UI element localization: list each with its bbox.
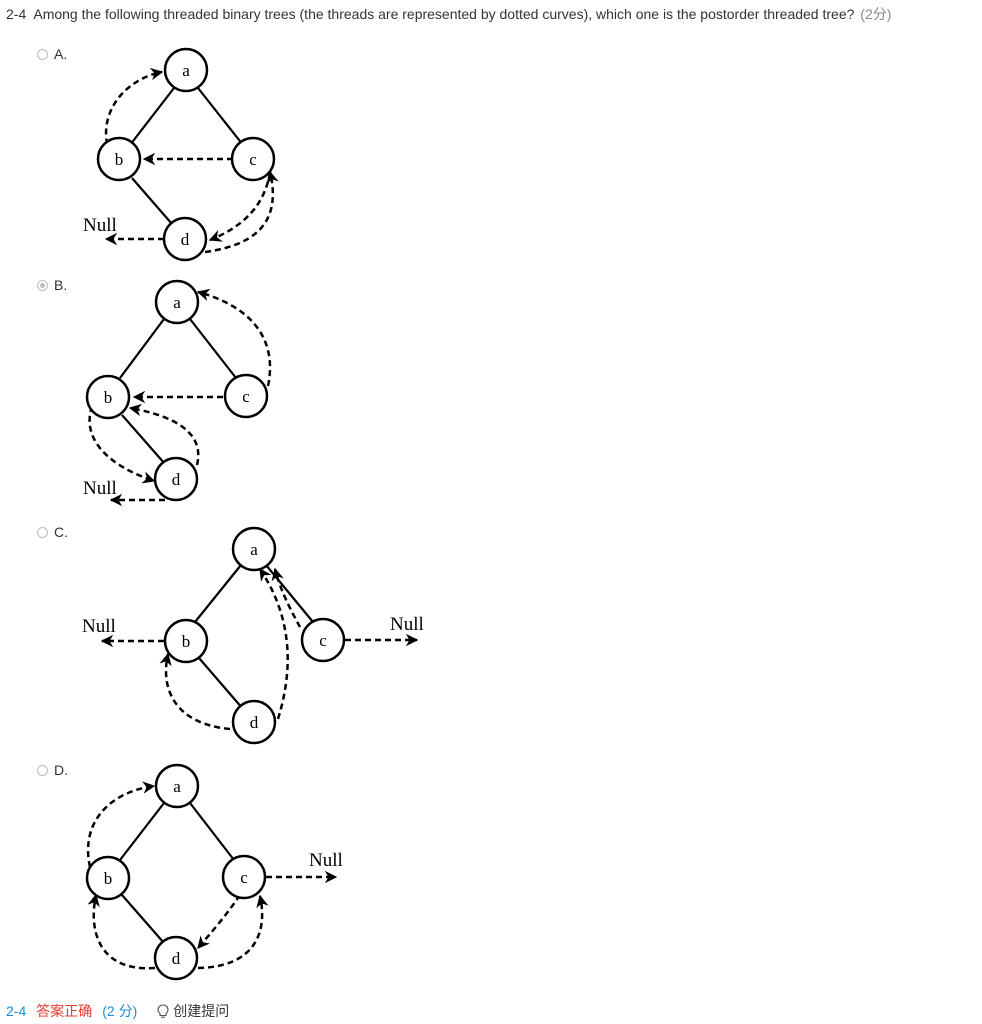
null-label: Null: [83, 478, 117, 499]
node-c: [221, 854, 267, 900]
option-c-tree-diagram: a b c d Null Null: [82, 526, 424, 745]
node-d-label: d: [172, 470, 181, 489]
option-a[interactable]: A.: [37, 46, 67, 62]
create-question-label: 创建提问: [173, 1003, 230, 1019]
node-b: [85, 374, 131, 420]
node-b: [96, 136, 142, 182]
null-label: Null: [309, 850, 343, 871]
option-b-tree-diagram: a b c d Null: [83, 279, 272, 507]
node-a-label: a: [173, 293, 181, 312]
footer-question-number: 2-4: [6, 1003, 27, 1019]
node-a-label: a: [173, 777, 181, 796]
question-header: 2-4 Among the following threaded binary …: [6, 4, 891, 24]
node-b-label: b: [104, 388, 113, 407]
node-b-label: b: [115, 150, 124, 169]
node-c: [300, 617, 346, 663]
node-b-label: b: [104, 869, 113, 888]
question-score: (2分): [860, 6, 892, 22]
option-a-radio[interactable]: [37, 48, 48, 60]
answer-status: 答案正确: [36, 1003, 93, 1019]
node-a: [154, 763, 200, 809]
null-label: Null: [83, 215, 117, 236]
node-c-label: c: [240, 868, 248, 887]
node-d-label: d: [250, 713, 259, 732]
null-label-right: Null: [390, 614, 424, 635]
option-b-radio[interactable]: [37, 279, 48, 291]
node-a: [231, 526, 277, 572]
node-c-label: c: [249, 150, 257, 169]
answer-footer: 2-4 答案正确 (2 分) 创建提问: [6, 1001, 229, 1021]
option-a-label: A.: [54, 46, 68, 62]
null-label-left: Null: [82, 616, 116, 637]
node-c-label: c: [319, 631, 327, 650]
option-d-radio[interactable]: [37, 764, 48, 776]
option-c-radio[interactable]: [37, 526, 48, 538]
node-d-label: d: [172, 949, 181, 968]
node-a-label: a: [182, 61, 190, 80]
option-d[interactable]: D.: [37, 762, 68, 778]
option-a-tree-diagram: a b c d Null: [83, 47, 279, 262]
node-b: [163, 618, 209, 664]
node-c: [230, 136, 276, 182]
question-number: 2-4: [6, 6, 27, 22]
option-b[interactable]: B.: [37, 277, 67, 293]
node-d: [153, 935, 199, 981]
node-d: [162, 216, 208, 262]
option-c[interactable]: C.: [37, 524, 68, 540]
lightbulb-icon: [157, 1003, 169, 1018]
node-d: [231, 699, 277, 745]
create-question-button[interactable]: 创建提问: [157, 1001, 229, 1021]
node-c-label: c: [242, 387, 250, 406]
node-c: [223, 373, 269, 419]
option-b-label: B.: [54, 277, 68, 293]
option-d-tree-diagram: a b c d Null: [85, 763, 343, 981]
node-d-label: d: [181, 230, 190, 249]
node-a: [163, 47, 209, 93]
question-text: Among the following threaded binary tree…: [33, 6, 855, 22]
node-b: [85, 855, 131, 901]
node-b-label: b: [182, 632, 191, 651]
node-d: [153, 456, 199, 502]
node-a: [154, 279, 200, 325]
footer-score: (2 分): [102, 1003, 138, 1019]
node-a-label: a: [250, 540, 258, 559]
option-c-label: C.: [54, 524, 68, 540]
option-d-label: D.: [54, 762, 68, 778]
